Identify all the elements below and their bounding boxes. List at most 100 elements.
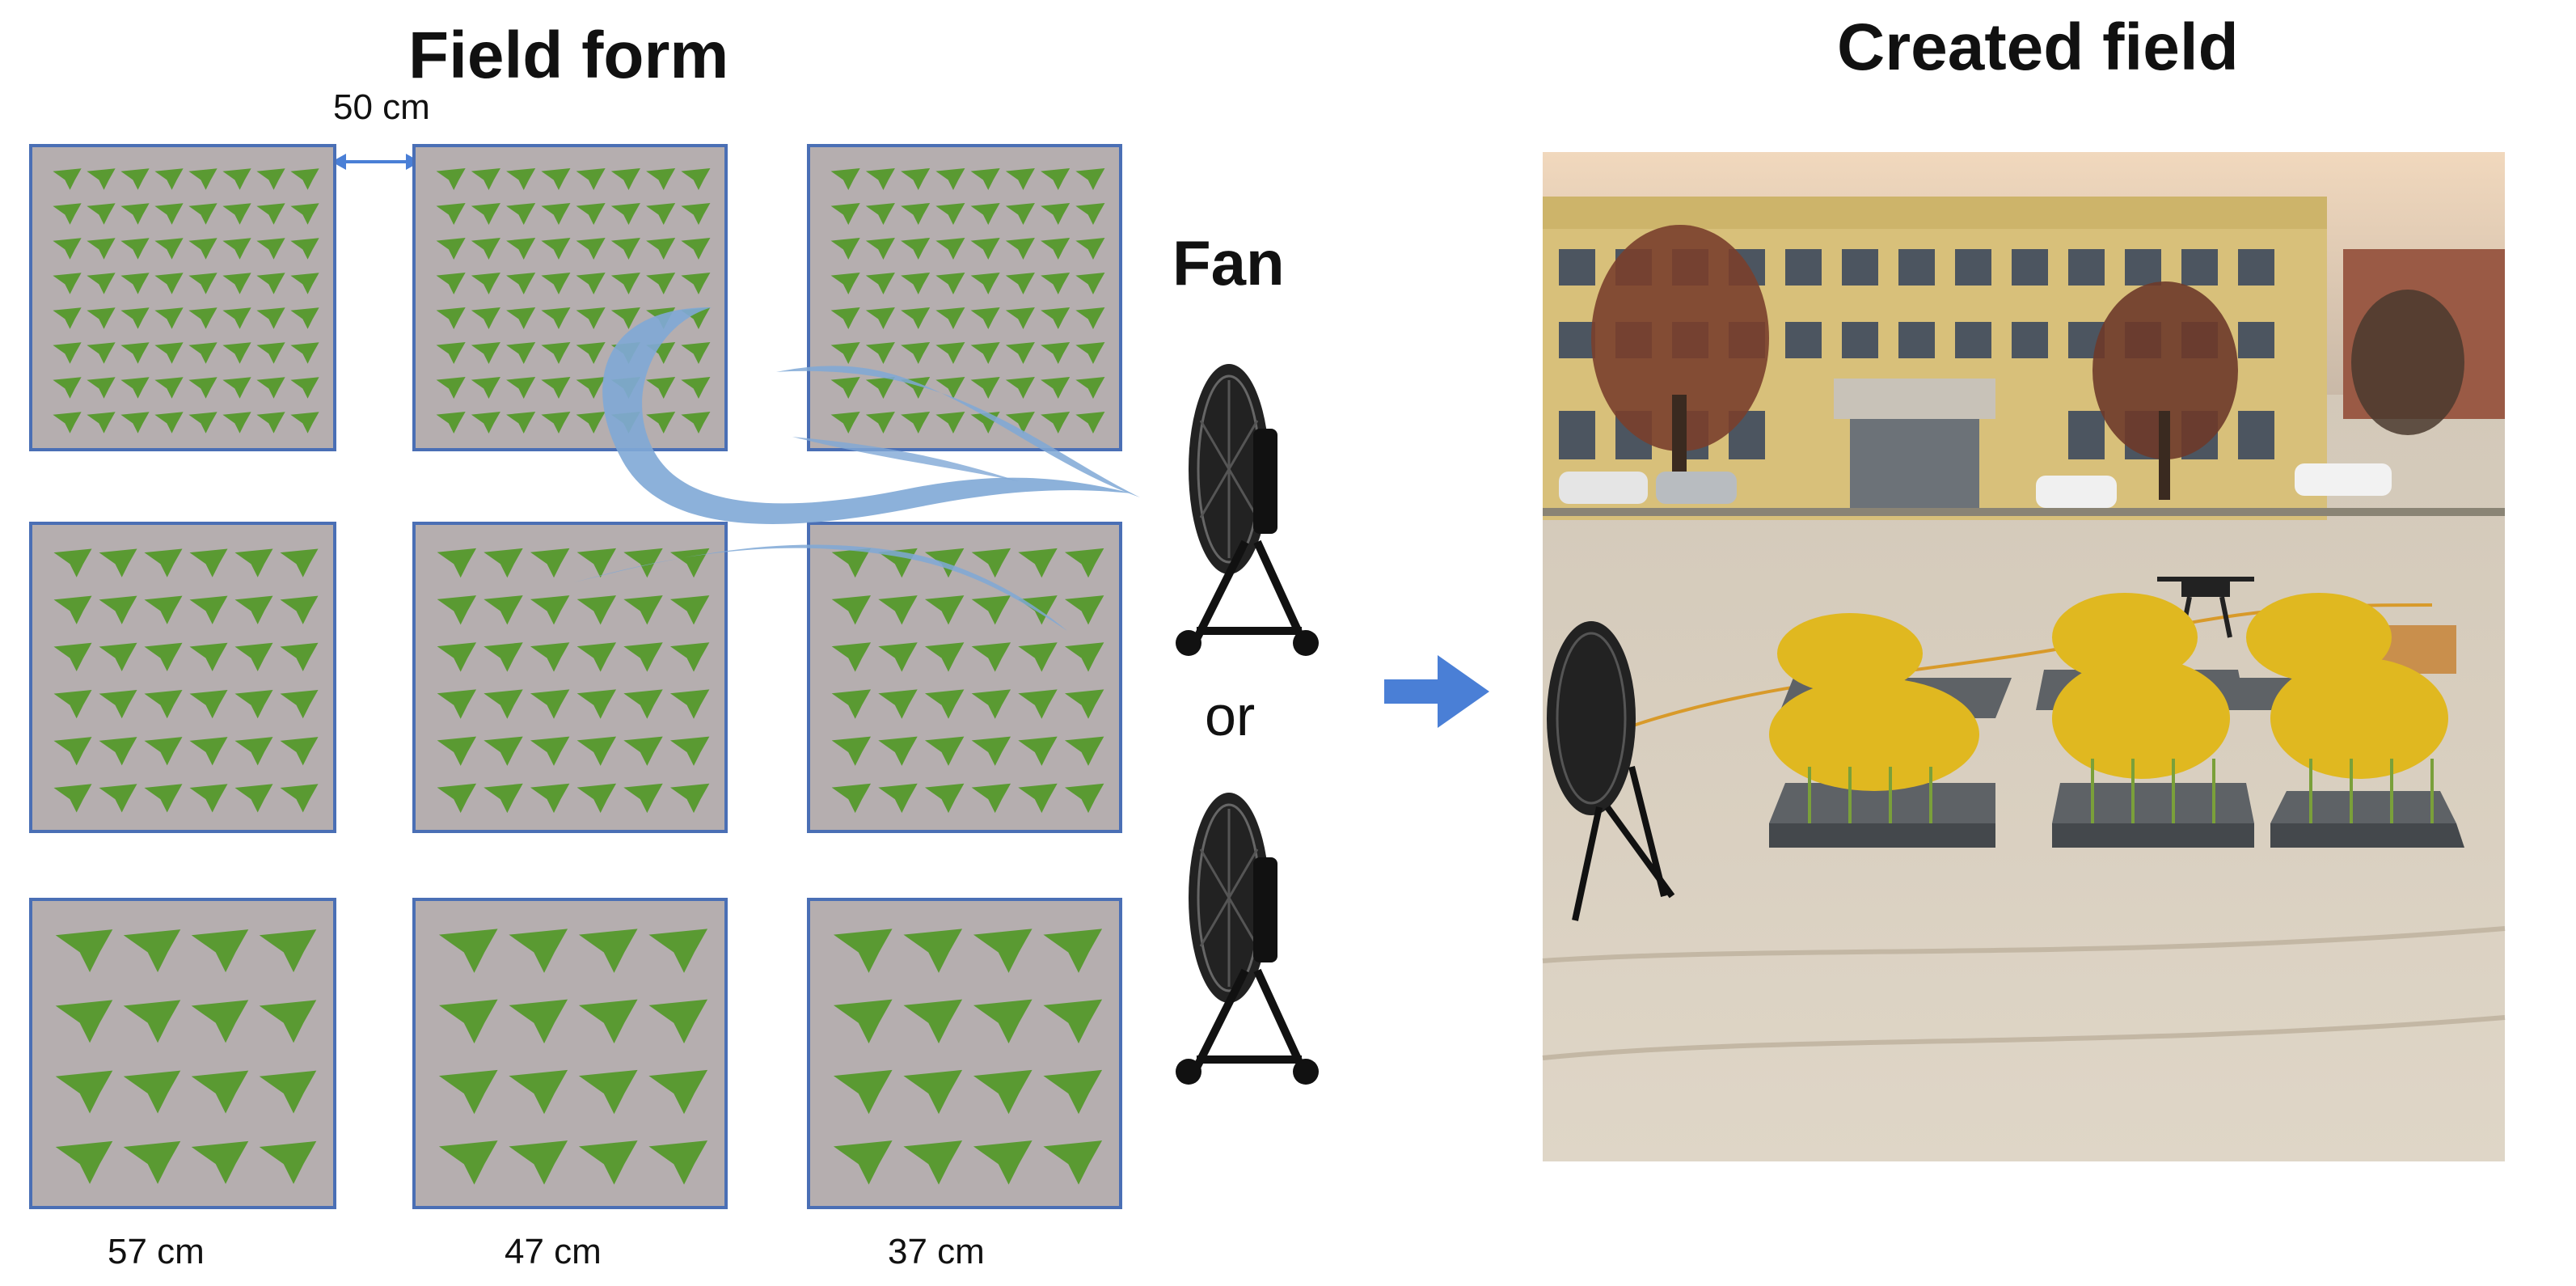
plant-icon	[144, 548, 183, 577]
plant-icon	[669, 783, 710, 814]
plant-icon	[290, 203, 319, 225]
plant-icon	[865, 307, 895, 330]
plant-icon	[1075, 167, 1105, 191]
plant-icon	[541, 376, 571, 400]
plant-icon	[123, 1000, 181, 1043]
plant-icon	[256, 307, 285, 329]
plant-icon	[646, 272, 676, 295]
plant-icon	[1041, 341, 1071, 365]
plant-icon	[99, 689, 137, 719]
plant-icon	[256, 238, 285, 260]
plant-icon	[471, 341, 500, 365]
plant-icon	[1005, 376, 1035, 400]
plant-icon	[55, 1140, 113, 1184]
plant-icon	[280, 784, 319, 813]
plant-icon	[865, 202, 895, 226]
field-plot	[412, 144, 728, 451]
plant-icon	[669, 548, 710, 578]
plant-icon	[576, 167, 606, 191]
plant-icon	[924, 595, 965, 625]
plant-icon	[1005, 167, 1035, 191]
plant-icon	[1043, 999, 1103, 1044]
plant-icon	[506, 307, 536, 330]
plant-icon	[901, 167, 931, 191]
plant-icon	[256, 377, 285, 399]
plant-icon	[576, 689, 617, 719]
plant-icon	[437, 689, 477, 719]
plant-icon	[831, 642, 872, 672]
plant-icon	[234, 689, 273, 719]
plant-icon	[669, 595, 710, 625]
plant-icon	[970, 307, 1000, 330]
plant-icon	[256, 412, 285, 434]
plant-icon	[99, 595, 137, 624]
plant-icon	[1018, 689, 1058, 719]
plant-icon	[576, 237, 606, 260]
plant-icon	[1041, 202, 1071, 226]
plant-icon	[484, 642, 523, 672]
plant-icon	[222, 342, 251, 364]
plant-icon	[120, 168, 150, 190]
plant-icon	[280, 737, 319, 766]
plant-icon	[53, 737, 92, 766]
plant-icon	[259, 929, 317, 973]
plant-icon	[865, 341, 895, 365]
plant-icon	[188, 307, 217, 329]
plant-icon	[484, 736, 523, 766]
plant-icon	[971, 548, 1011, 578]
plant-icon	[87, 203, 116, 225]
plant-icon	[437, 595, 477, 625]
plant-icon	[53, 377, 82, 399]
plant-icon	[154, 168, 184, 190]
plant-icon	[471, 411, 500, 434]
plant-icon	[1075, 202, 1105, 226]
plant-icon	[1005, 202, 1035, 226]
plant-icon	[623, 595, 663, 625]
plant-icon	[436, 272, 466, 295]
plant-icon	[290, 377, 319, 399]
plant-icon	[1043, 1069, 1103, 1115]
plant-icon	[1075, 411, 1105, 434]
plant-icon	[669, 736, 710, 766]
plant-icon	[509, 999, 568, 1044]
plant-icon	[256, 168, 285, 190]
plant-icon	[970, 341, 1000, 365]
plant-icon	[648, 1069, 708, 1115]
plant-icon	[154, 238, 184, 260]
plant-icon	[222, 168, 251, 190]
plant-icon	[222, 273, 251, 294]
plant-icon	[623, 689, 663, 719]
plant-icon	[222, 203, 251, 225]
plant-icon	[290, 342, 319, 364]
plant-icon	[120, 377, 150, 399]
plant-icon	[833, 999, 893, 1044]
plant-icon	[120, 412, 150, 434]
plant-icon	[256, 203, 285, 225]
plant-icon	[234, 784, 273, 813]
plant-icon	[87, 273, 116, 294]
plant-icon	[830, 341, 860, 365]
plant-icon	[506, 376, 536, 400]
plant-icon	[1005, 307, 1035, 330]
plant-icon	[973, 929, 1033, 973]
plant-icon	[970, 167, 1000, 191]
plant-icon	[541, 307, 571, 330]
plant-icon	[120, 238, 150, 260]
plant-icon	[53, 689, 92, 719]
plant-icon	[1018, 783, 1058, 814]
plant-icon	[188, 412, 217, 434]
plant-icon	[436, 202, 466, 226]
plant-icon	[222, 377, 251, 399]
plant-icon	[646, 237, 676, 260]
plant-icon	[865, 237, 895, 260]
plant-icon	[154, 412, 184, 434]
plant-icon	[1005, 341, 1035, 365]
plant-icon	[973, 1140, 1033, 1185]
plant-icon	[648, 929, 708, 973]
plant-icon	[681, 376, 711, 400]
plant-icon	[471, 307, 500, 330]
plant-icon	[530, 689, 570, 719]
plant-icon	[971, 736, 1011, 766]
plant-icon	[436, 341, 466, 365]
plant-icon	[541, 272, 571, 295]
